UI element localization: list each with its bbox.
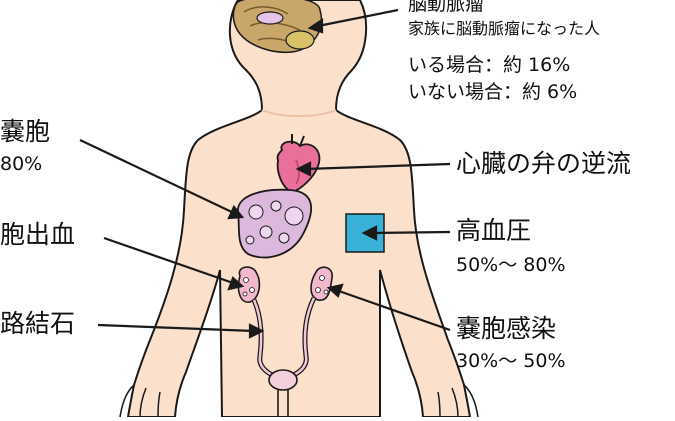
right-kidney bbox=[310, 266, 333, 302]
cyst-title: 嚢胞 bbox=[0, 117, 51, 146]
cyst-infection-title: 嚢胞感染 bbox=[456, 314, 557, 343]
arrow-cyst bbox=[79, 139, 237, 215]
left-hand bbox=[119, 384, 161, 418]
arrow-heart-head bbox=[295, 161, 312, 177]
brain-aneurysm-with-family: いる場合：約 16% bbox=[408, 54, 571, 76]
stone-title: 路結石 bbox=[0, 309, 76, 338]
arrow-infection-head bbox=[326, 283, 344, 298]
brain-aneurysm-subtitle: 家族に脳動脈瘤になった人 bbox=[408, 19, 601, 38]
arrow-stone-head bbox=[248, 323, 265, 339]
bladder bbox=[268, 369, 298, 391]
arrow-bleed bbox=[103, 236, 237, 286]
right-hand bbox=[437, 384, 479, 418]
arrow-brain bbox=[317, 8, 399, 28]
left-ureter-inner bbox=[252, 299, 275, 378]
liver bbox=[237, 188, 313, 259]
right-ureter-inner bbox=[291, 297, 316, 378]
arrow-bp bbox=[371, 230, 451, 235]
left-kidney bbox=[237, 266, 261, 303]
brain bbox=[232, 0, 323, 54]
brain-aneurysm-title: 脳動脈瘤 bbox=[408, 0, 485, 15]
arrow-infection bbox=[335, 288, 451, 332]
arrow-stone bbox=[97, 323, 255, 333]
arrow-heart bbox=[305, 162, 451, 171]
arrow-bp-head bbox=[361, 225, 378, 241]
heart-valve-title: 心臓の弁の逆流 bbox=[456, 149, 632, 178]
arrow-bleed-head bbox=[227, 276, 245, 291]
heart bbox=[276, 134, 321, 193]
cyst-value: 80% bbox=[0, 153, 43, 175]
hypertension-title: 高血圧 bbox=[456, 216, 532, 245]
brain-aneurysm-without-family: いない場合：約 6% bbox=[408, 81, 578, 103]
arrow-cyst-head bbox=[227, 204, 245, 220]
urethra bbox=[277, 390, 289, 417]
bleed-title: 胞出血 bbox=[0, 220, 76, 249]
neck-line bbox=[261, 109, 337, 117]
arrow-brain-head bbox=[307, 17, 324, 34]
hypertension-value: 50%～ 80% bbox=[456, 254, 566, 276]
cyst-infection-value: 30%～ 50% bbox=[456, 350, 566, 372]
